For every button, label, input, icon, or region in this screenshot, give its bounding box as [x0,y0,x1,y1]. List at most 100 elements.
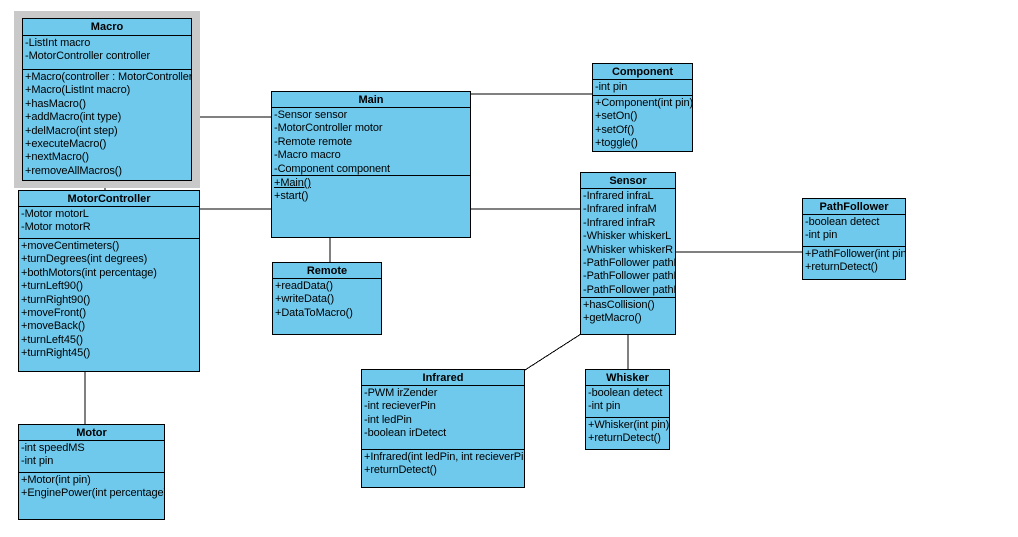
attribute-row: -PathFollower pathL [583,257,676,270]
attribute-row: -int pin [588,400,621,413]
operation-row: +toggle() [595,137,638,150]
attribute-row: -Component component [274,162,391,175]
operation-row: +returnDetect() [588,432,661,445]
attribute-row: -Macro macro [274,149,341,162]
class-name-pathfollower: PathFollower [803,199,905,215]
attribute-row: -int speedMS [21,442,85,454]
operations-compartment-component: +Component(int pin)+setOn()+setOf()+togg… [593,96,693,151]
operation-row: +addMacro(int type) [25,111,122,124]
operation-row: +Infrared(int ledPin, int recieverPin) [364,451,525,463]
attributes-compartment-whisker: -boolean detect-int pin [586,386,669,418]
attribute-row: -int recieverPin [364,400,436,413]
connector-sensor-infrared[interactable] [524,333,582,371]
operation-row: +hasMacro() [25,97,86,110]
uml-class-component[interactable]: Component-int pin+Component(int pin)+set… [592,63,693,152]
class-name-component: Component [593,64,692,80]
attribute-row: -Motor motorR [21,221,91,234]
operation-row: +DataToMacro() [275,306,353,319]
attribute-row: -boolean irDetect [364,427,447,440]
attributes-compartment-macro: -ListInt macro-MotorController controlle… [23,36,191,70]
operation-row: +nextMacro() [25,151,89,164]
uml-class-pathfollower[interactable]: PathFollower-boolean detect-int pin+Path… [802,198,906,280]
attribute-row: -Remote remote [274,135,353,148]
operation-row: +Main() [274,177,311,189]
operation-row: +Macro(controller : MotorController) [25,71,192,83]
attributes-compartment-motorcontroller: -Motor motorL-Motor motorR [19,207,199,239]
operations-compartment-remote: +readData()+writeData()+DataToMacro() [273,279,381,322]
attributes-compartment-component: -int pin [593,80,692,96]
attribute-row: -PathFollower pathM [583,270,676,283]
uml-class-infrared[interactable]: Infrared-PWM irZender-int recieverPin-in… [361,369,525,488]
operations-compartment-motorcontroller: +moveCentimeters()+turnDegrees(int degre… [19,239,199,363]
operation-row: +turnRight90() [21,293,91,306]
attributes-compartment-sensor: -Infrared infraL-Infrared infraM-Infrare… [581,189,675,298]
class-name-macro: Macro [23,19,191,36]
attributes-compartment-motor: -int speedMS-int pin [19,441,164,473]
attribute-row: -boolean detect [588,387,663,399]
attributes-compartment-pathfollower: -boolean detect-int pin [803,215,905,247]
attribute-row: -Motor motorL [21,208,89,220]
operation-row: +turnLeft45() [21,333,83,346]
operation-row: +start() [274,190,309,203]
attribute-row: -Whisker whiskerR [583,243,673,256]
attribute-row: -int pin [595,81,628,93]
uml-class-motor[interactable]: Motor-int speedMS-int pin+Motor(int pin)… [18,424,165,520]
attribute-row: -Whisker whiskerL [583,230,672,243]
operation-row: +returnDetect() [364,464,437,477]
operations-compartment-pathfollower: +PathFollower(int pin)+returnDetect() [803,247,905,277]
operation-row: +setOn() [595,110,638,123]
uml-class-sensor[interactable]: Sensor-Infrared infraL-Infrared infraM-I… [580,172,676,335]
attribute-row: -PWM irZender [364,387,438,399]
operations-compartment-main: +Main()+start() [272,176,470,206]
operation-row: +Component(int pin) [595,97,693,109]
class-name-remote: Remote [273,263,381,279]
attribute-row: -int pin [21,455,54,468]
operation-row: +turnRight45() [21,347,91,360]
operations-compartment-whisker: +Whisker(int pin)+returnDetect() [586,418,669,448]
uml-class-macro[interactable]: Macro-ListInt macro-MotorController cont… [22,18,192,181]
class-name-motorcontroller: MotorController [19,191,199,207]
operation-row: +readData() [275,280,333,292]
attribute-row: -PathFollower pathR [583,283,676,296]
class-name-main: Main [272,92,470,108]
operation-row: +EnginePower(int percentage) [21,487,165,500]
attribute-row: -MotorController motor [274,122,383,135]
uml-class-motorcontroller[interactable]: MotorController-Motor motorL-Motor motor… [18,190,200,372]
uml-class-main[interactable]: Main-Sensor sensor-MotorController motor… [271,91,471,238]
attribute-row: -Infrared infraM [583,203,657,216]
attribute-row: -MotorController controller [25,50,151,63]
attribute-row: -ListInt macro [25,37,91,49]
operation-row: +getMacro() [583,312,642,325]
class-name-motor: Motor [19,425,164,441]
class-name-sensor: Sensor [581,173,675,189]
operations-compartment-infrared: +Infrared(int ledPin, int recieverPin)+r… [362,450,524,480]
operation-row: +moveFront() [21,307,87,320]
operation-row: +returnDetect() [805,261,878,274]
operation-row: +removeAllMacros() [25,164,122,177]
attributes-compartment-main: -Sensor sensor-MotorController motor-Rem… [272,108,470,176]
attributes-compartment-infrared: -PWM irZender-int recieverPin-int ledPin… [362,386,524,450]
attribute-row: -Sensor sensor [274,109,348,121]
operation-row: +hasCollision() [583,299,655,311]
uml-class-remote[interactable]: Remote+readData()+writeData()+DataToMacr… [272,262,382,335]
operation-row: +executeMacro() [25,138,107,151]
attribute-row: -int pin [805,229,838,242]
attribute-row: -Infrared infraR [583,216,656,229]
operation-row: +setOf() [595,123,635,136]
operations-compartment-sensor: +hasCollision()+getMacro() [581,298,675,328]
class-name-whisker: Whisker [586,370,669,386]
operation-row: +bothMotors(int percentage) [21,266,157,279]
operation-row: +turnLeft90() [21,280,83,293]
operation-row: +writeData() [275,293,335,306]
operation-row: +moveBack() [21,320,86,333]
attribute-row: -int ledPin [364,413,412,426]
operation-row: +PathFollower(int pin) [805,248,906,260]
operation-row: +Whisker(int pin) [588,419,670,431]
class-name-infrared: Infrared [362,370,524,386]
uml-class-whisker[interactable]: Whisker-boolean detect-int pin+Whisker(i… [585,369,670,450]
operation-row: +moveCentimeters() [21,240,120,252]
operations-compartment-motor: +Motor(int pin)+EnginePower(int percenta… [19,473,164,503]
operation-row: +Macro(ListInt macro) [25,84,131,97]
